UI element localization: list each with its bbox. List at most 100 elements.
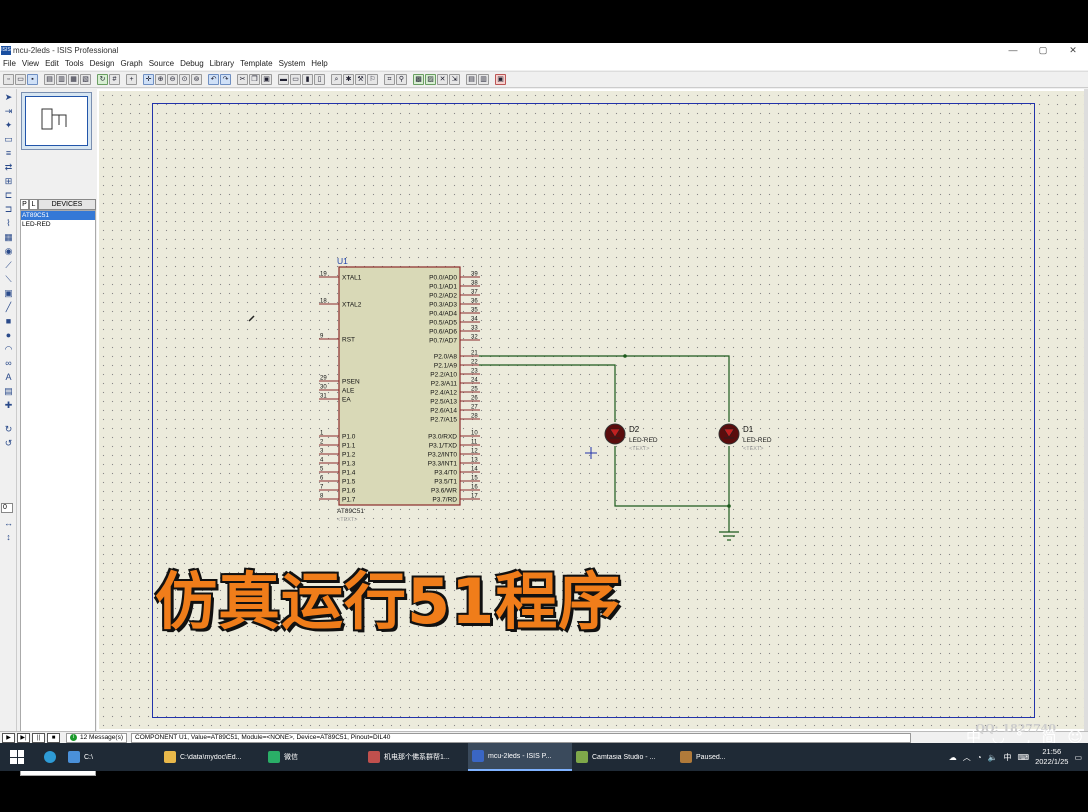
device-item-at89c51[interactable]: AT89C51 — [21, 211, 95, 220]
zoom-all-icon[interactable]: ⊙ — [179, 74, 190, 85]
ares-netlist-icon[interactable]: ▣ — [495, 74, 506, 85]
component-mode-icon[interactable]: ⇥ — [4, 106, 13, 116]
origin-icon[interactable]: + — [126, 74, 137, 85]
menu-system[interactable]: System — [278, 59, 306, 68]
taskbar-item[interactable]: Camtasia Studio - ... — [572, 743, 676, 771]
print-icon[interactable]: ▦ — [68, 74, 79, 85]
print-area-icon[interactable]: ▧ — [80, 74, 91, 85]
box-icon[interactable]: ■ — [5, 316, 12, 326]
redo-icon[interactable]: ↷ — [220, 74, 231, 85]
search-tag-icon[interactable]: ⚲ — [396, 74, 407, 85]
network-icon[interactable]: ◔ — [976, 752, 982, 762]
menu-graph[interactable]: Graph — [120, 59, 143, 68]
menu-help[interactable]: Help — [311, 59, 328, 68]
generator-icon[interactable]: ◉ — [4, 246, 13, 256]
import-icon[interactable]: ▤ — [44, 74, 55, 85]
led-d2[interactable] — [604, 423, 626, 445]
current-probe-icon[interactable]: ⟍ — [5, 274, 12, 284]
input-language[interactable]: 中 — [1003, 752, 1012, 762]
pan-icon[interactable]: ✛ — [143, 74, 154, 85]
taskbar-item[interactable]: mcu-2leds - ISIS P... — [468, 743, 572, 771]
menu-library[interactable]: Library — [209, 59, 235, 68]
library-manager-button[interactable]: L — [29, 199, 38, 210]
windows-start-icon[interactable] — [10, 750, 24, 764]
copy-icon[interactable]: ❐ — [249, 74, 260, 85]
device-item-led-red[interactable]: LED-RED — [22, 221, 51, 228]
mirror-x-icon[interactable]: ↔ — [4, 518, 13, 528]
taskbar-item[interactable]: 微信 — [264, 743, 364, 771]
block-move-icon[interactable]: ▭ — [290, 74, 301, 85]
virtual-instrument-icon[interactable]: ▣ — [4, 288, 13, 298]
onedrive-icon[interactable]: ☁ — [948, 752, 957, 762]
block-copy-icon[interactable]: ▬ — [278, 74, 289, 85]
arc-icon[interactable]: ◠ — [4, 344, 13, 354]
pick-devices-button[interactable]: P — [20, 199, 29, 210]
tape-recorder-icon[interactable]: ▦ — [4, 232, 13, 242]
wire-p21-d2[interactable] — [479, 364, 616, 422]
taskbar-item[interactable]: C:\data\mydoc\Ed... — [160, 743, 264, 771]
overview-window[interactable] — [21, 92, 92, 150]
stop-button[interactable]: ■ — [47, 732, 60, 743]
chevron-up-icon[interactable]: ︿ — [962, 752, 971, 762]
menu-debug[interactable]: Debug — [180, 59, 204, 68]
new-sheet-icon[interactable]: ▨ — [425, 74, 436, 85]
rotate-clockwise-icon[interactable]: ↻ — [4, 424, 13, 434]
undo-icon[interactable]: ↶ — [208, 74, 219, 85]
volume-icon[interactable]: 🔈 — [987, 752, 998, 762]
taskbar-item[interactable]: 机电那个佛系群帮1... — [364, 743, 468, 771]
minimize-button[interactable]: — — [1008, 45, 1018, 55]
export-icon[interactable]: ▥ — [56, 74, 67, 85]
circle-icon[interactable]: ● — [5, 330, 12, 340]
maximize-button[interactable]: ▢ — [1038, 45, 1048, 55]
refresh-icon[interactable]: ↻ — [97, 74, 108, 85]
device-pins-icon[interactable]: ⊐ — [4, 204, 13, 214]
save-icon[interactable]: ▪ — [27, 74, 38, 85]
message-indicator[interactable]: i 12 Message(s) — [66, 732, 127, 743]
text-script-icon[interactable]: ≡ — [5, 148, 12, 158]
path-icon[interactable]: ∞ — [5, 358, 12, 368]
zoom-area-icon[interactable]: ⊚ — [191, 74, 202, 85]
make-device-icon[interactable]: ✱ — [343, 74, 354, 85]
wire-p20-d1[interactable] — [479, 355, 730, 422]
selection-mode-icon[interactable]: ➤ — [4, 92, 13, 102]
step-button[interactable]: ▶| — [17, 732, 30, 743]
terminals-icon[interactable]: ⊏ — [4, 190, 13, 200]
menu-file[interactable]: File — [3, 59, 16, 68]
go-to-sheet-icon[interactable]: ⇲ — [449, 74, 460, 85]
bill-of-materials-icon[interactable]: ▤ — [466, 74, 477, 85]
taskbar-item[interactable]: Paused... — [676, 743, 780, 771]
ground-terminal[interactable] — [719, 531, 739, 541]
menu-tools[interactable]: Tools — [64, 59, 84, 68]
rotation-angle-input[interactable]: 0 — [1, 503, 13, 513]
pause-button[interactable]: || — [32, 732, 45, 743]
close-button[interactable]: ✕ — [1069, 45, 1077, 55]
edge-icon[interactable] — [40, 743, 64, 771]
paste-icon[interactable]: ▣ — [261, 74, 272, 85]
mirror-y-icon[interactable]: ↕ — [6, 532, 11, 542]
package-tool-icon[interactable]: ⚐ — [367, 74, 378, 85]
menu-template[interactable]: Template — [240, 59, 273, 68]
pick-device-icon[interactable]: ⌕ — [331, 74, 342, 85]
graph-icon[interactable]: ⌇ — [6, 218, 11, 228]
block-delete-icon[interactable]: ▯ — [314, 74, 325, 85]
menu-source[interactable]: Source — [148, 59, 175, 68]
subcircuit-icon[interactable]: ⊞ — [4, 176, 13, 186]
clock[interactable]: 21:56 2022/1/25 — [1035, 747, 1068, 767]
junction-dot-icon[interactable]: ✦ — [4, 120, 13, 130]
vertical-scrollbar[interactable] — [1084, 89, 1088, 731]
menu-view[interactable]: View — [21, 59, 40, 68]
menu-edit[interactable]: Edit — [45, 59, 59, 68]
electrical-rule-check-icon[interactable]: ▥ — [478, 74, 489, 85]
wire-label-icon[interactable]: ▭ — [4, 134, 13, 144]
zoom-out-icon[interactable]: ⊖ — [167, 74, 178, 85]
open-folder-icon[interactable]: ▭ — [15, 74, 26, 85]
line-icon[interactable]: ╱ — [5, 302, 12, 312]
menu-design[interactable]: Design — [89, 59, 115, 68]
bus-icon[interactable]: ⇄ — [4, 162, 13, 172]
led-d1[interactable] — [718, 423, 740, 445]
notification-icon[interactable]: ▭ — [1074, 752, 1082, 762]
zoom-in-icon[interactable]: ⊕ — [155, 74, 166, 85]
symbol-icon[interactable]: ▤ — [4, 386, 13, 396]
play-button[interactable]: ▶ — [2, 732, 15, 743]
